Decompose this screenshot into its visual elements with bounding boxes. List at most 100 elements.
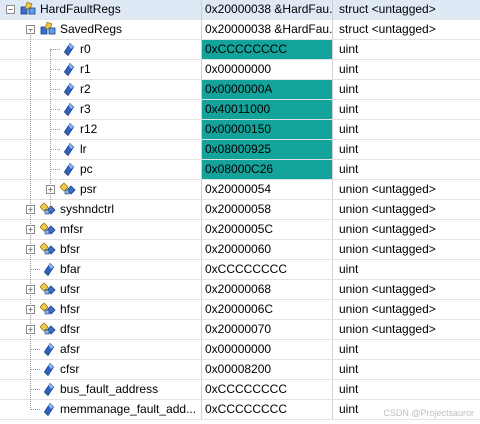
name-cell: pc — [0, 160, 202, 179]
struct-icon — [20, 1, 36, 16]
table-row[interactable]: pc 0x08000C26 uint — [0, 160, 480, 180]
value-cell[interactable]: 0x00008200 — [202, 360, 333, 379]
tree-connector — [30, 369, 40, 370]
tree-connector — [50, 49, 60, 50]
collapse-toggle-icon[interactable]: − — [6, 5, 15, 14]
union-icon — [39, 322, 56, 336]
tree-connector — [50, 69, 60, 70]
type-cell: union <untagged> — [339, 222, 436, 236]
name-cell: bfar — [0, 260, 202, 279]
name-cell: − HardFaultRegs — [0, 0, 202, 19]
union-icon — [39, 222, 56, 236]
variable-name: bus_fault_address — [60, 382, 159, 396]
variable-icon — [43, 262, 55, 277]
variable-name: HardFaultRegs — [40, 2, 121, 16]
value-cell[interactable]: 0x0000000A — [202, 80, 333, 99]
name-cell: cfsr — [0, 360, 202, 379]
table-row[interactable]: afsr 0x00000000 uint — [0, 340, 480, 360]
tree-connector — [50, 149, 60, 150]
variable-name: afsr — [60, 342, 81, 356]
value-cell[interactable]: 0x20000060 — [202, 240, 333, 259]
name-cell: memmanage_fault_add... — [0, 400, 202, 419]
value-cell[interactable]: 0x08000925 — [202, 140, 333, 159]
table-row[interactable]: lr 0x08000925 uint — [0, 140, 480, 160]
value-cell[interactable]: 0x40011000 — [202, 100, 333, 119]
value-cell[interactable]: 0x20000058 — [202, 200, 333, 219]
variable-icon — [43, 402, 55, 417]
name-cell: bus_fault_address — [0, 380, 202, 399]
value-cell[interactable]: 0x20000038 &HardFau... — [202, 20, 333, 39]
tree-guide-line — [50, 50, 51, 210]
union-icon — [39, 302, 56, 316]
value-cell[interactable]: 0x00000150 — [202, 120, 333, 139]
variable-icon — [63, 162, 75, 177]
variable-icon — [63, 122, 75, 137]
table-row[interactable]: bus_fault_address 0xCCCCCCCC uint — [0, 380, 480, 400]
type-cell: struct <untagged> — [339, 22, 436, 36]
name-cell: r3 — [0, 100, 202, 119]
tree-guide-line — [30, 30, 31, 410]
value-cell[interactable]: 0x20000038 &HardFau... — [202, 0, 333, 19]
value-cell[interactable]: 0x20000068 — [202, 280, 333, 299]
tree-connector — [50, 109, 60, 110]
value-cell[interactable]: 0xCCCCCCCC — [202, 260, 333, 279]
value-cell[interactable]: 0xCCCCCCCC — [202, 400, 333, 419]
type-cell: uint — [339, 142, 359, 156]
value-cell[interactable]: 0xCCCCCCCC — [202, 380, 333, 399]
tree-connector — [50, 169, 60, 170]
variable-name: mfsr — [60, 222, 84, 236]
type-cell: uint — [339, 162, 359, 176]
variable-name: r3 — [80, 102, 91, 116]
value-cell[interactable]: 0x20000054 — [202, 180, 333, 199]
variable-name: dfsr — [60, 322, 81, 336]
variable-name: pc — [80, 162, 93, 176]
variable-name: memmanage_fault_add... — [60, 402, 197, 416]
variable-icon — [63, 82, 75, 97]
value-cell[interactable]: 0x08000C26 — [202, 160, 333, 179]
variable-name: r0 — [80, 42, 91, 56]
value-cell[interactable]: 0xCCCCCCCC — [202, 40, 333, 59]
tree-connector — [50, 129, 60, 130]
value-cell[interactable]: 0x20000070 — [202, 320, 333, 339]
tree-connector — [50, 89, 60, 90]
value-cell[interactable]: 0x00000000 — [202, 340, 333, 359]
type-cell: uint — [339, 262, 359, 276]
table-row[interactable]: r3 0x40011000 uint — [0, 100, 480, 120]
variable-icon — [63, 102, 75, 117]
type-cell: uint — [339, 382, 359, 396]
variable-icon — [43, 382, 55, 397]
variable-name: r2 — [80, 82, 91, 96]
variable-name: syshndctrl — [60, 202, 115, 216]
watermark-text: CSDN @Projectsauror — [383, 408, 474, 418]
name-cell: lr — [0, 140, 202, 159]
variable-name: SavedRegs — [60, 22, 123, 36]
type-cell: union <untagged> — [339, 282, 436, 296]
union-icon — [39, 202, 56, 216]
variable-name: lr — [80, 142, 87, 156]
name-cell: r2 — [0, 80, 202, 99]
type-cell: uint — [339, 342, 359, 356]
union-icon — [39, 282, 56, 296]
value-cell[interactable]: 0x2000005C — [202, 220, 333, 239]
name-cell: r12 — [0, 120, 202, 139]
value-cell[interactable]: 0x00000000 — [202, 60, 333, 79]
type-cell: uint — [339, 102, 359, 116]
value-cell[interactable]: 0x2000006C — [202, 300, 333, 319]
